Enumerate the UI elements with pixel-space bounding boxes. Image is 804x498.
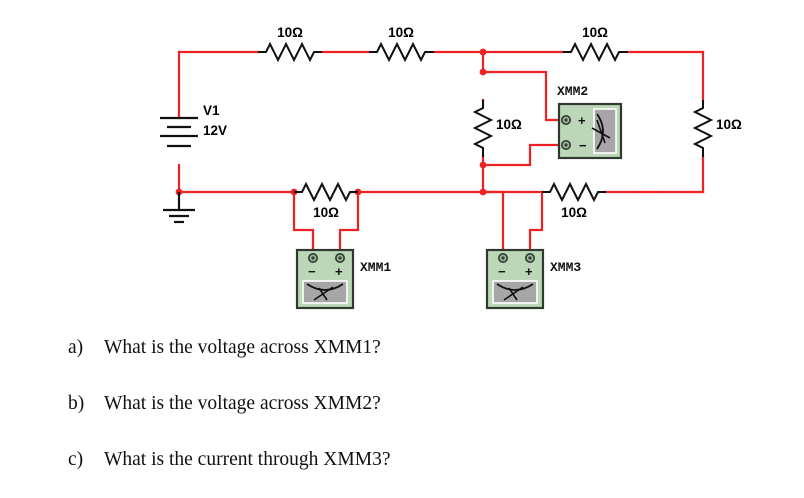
battery-value-label: 12V — [203, 123, 227, 138]
resistor-R2-label: 10Ω — [388, 25, 414, 40]
junction-dot — [479, 48, 487, 56]
xmm3-gauge-needle — [503, 286, 524, 301]
resistor-R1-label: 10Ω — [277, 25, 303, 40]
resistor-R3-label: 10Ω — [582, 25, 608, 40]
multimeter-XMM1[interactable]: − + — [295, 248, 355, 310]
battery-name-label: V1 — [203, 103, 220, 118]
xmm2-terminal-plus[interactable] — [560, 115, 571, 126]
ground-icon — [163, 192, 195, 224]
question-item: c) What is the current through XMM3? — [68, 449, 390, 471]
question-item: b) What is the voltage across XMM2? — [68, 393, 381, 415]
xmm3-gauge-arc — [496, 283, 534, 291]
xmm1-terminal-plus[interactable] — [334, 253, 345, 264]
xmm2-minus-symbol: − — [579, 138, 587, 153]
multimeter-XMM3[interactable]: − + — [485, 248, 545, 310]
resistor-R6 — [294, 181, 358, 203]
question-item: a) What is the voltage across XMM1? — [68, 337, 381, 359]
junction-dots — [175, 48, 487, 196]
wire-xmm1-plus — [338, 190, 360, 252]
wire-network — [177, 50, 705, 252]
xmm1-label: XMM1 — [360, 260, 391, 275]
resistor-R7 — [542, 181, 606, 203]
multimeter-XMM2[interactable]: + − — [557, 102, 623, 160]
wire-xmm1-minus — [292, 190, 315, 252]
resistor-R6-label: 10Ω — [313, 205, 339, 220]
resistor-R4 — [472, 100, 494, 157]
xmm1-gauge-needle — [313, 286, 334, 301]
circuit-diagram: 10Ω 10Ω 10Ω 10Ω 10Ω 10Ω 10Ω — [160, 25, 742, 310]
xmm1-gauge-arc — [306, 283, 344, 291]
xmm3-label: XMM3 — [550, 260, 581, 275]
wire-xmm3-minus — [481, 190, 505, 252]
resistor-R7-label: 10Ω — [561, 205, 587, 220]
wire-xmm2-minus — [481, 143, 564, 167]
resistor-R3 — [563, 41, 628, 63]
resistor-R2 — [369, 41, 434, 63]
resistor-R5-label: 10Ω — [716, 117, 742, 132]
wire-xmm2-plus — [481, 70, 564, 122]
questions-list: a) What is the voltage across XMM1? b) W… — [0, 322, 804, 498]
question-marker: a) — [68, 337, 84, 358]
xmm2-gauge-needle — [591, 119, 611, 144]
question-text: What is the voltage across XMM2? — [104, 393, 381, 414]
question-text: What is the current through XMM3? — [104, 449, 391, 470]
junction-dot — [479, 161, 487, 169]
xmm3-minus-symbol: − — [498, 264, 506, 279]
xmm1-minus-symbol: − — [308, 264, 316, 279]
wire-xmm3-plus — [528, 190, 544, 252]
xmm3-terminal-plus[interactable] — [524, 253, 535, 264]
xmm3-terminal-minus[interactable] — [497, 253, 508, 264]
junction-dot — [479, 68, 487, 76]
xmm2-terminal-minus[interactable] — [560, 140, 571, 151]
question-marker: c) — [68, 449, 84, 470]
xmm3-plus-symbol: + — [525, 264, 533, 279]
resistor-R1 — [258, 41, 322, 63]
xmm2-label: XMM2 — [557, 84, 588, 99]
question-text: What is the voltage across XMM1? — [104, 337, 381, 358]
xmm2-plus-symbol: + — [578, 113, 586, 128]
xmm2-gauge-arc — [596, 113, 604, 150]
resistor-R5 — [692, 100, 714, 157]
question-marker: b) — [68, 393, 85, 414]
junction-dot — [479, 188, 487, 196]
xmm1-terminal-minus[interactable] — [307, 253, 318, 264]
battery-V1 — [160, 116, 198, 148]
xmm1-plus-symbol: + — [335, 264, 343, 279]
resistor-R4-label: 10Ω — [496, 117, 522, 132]
